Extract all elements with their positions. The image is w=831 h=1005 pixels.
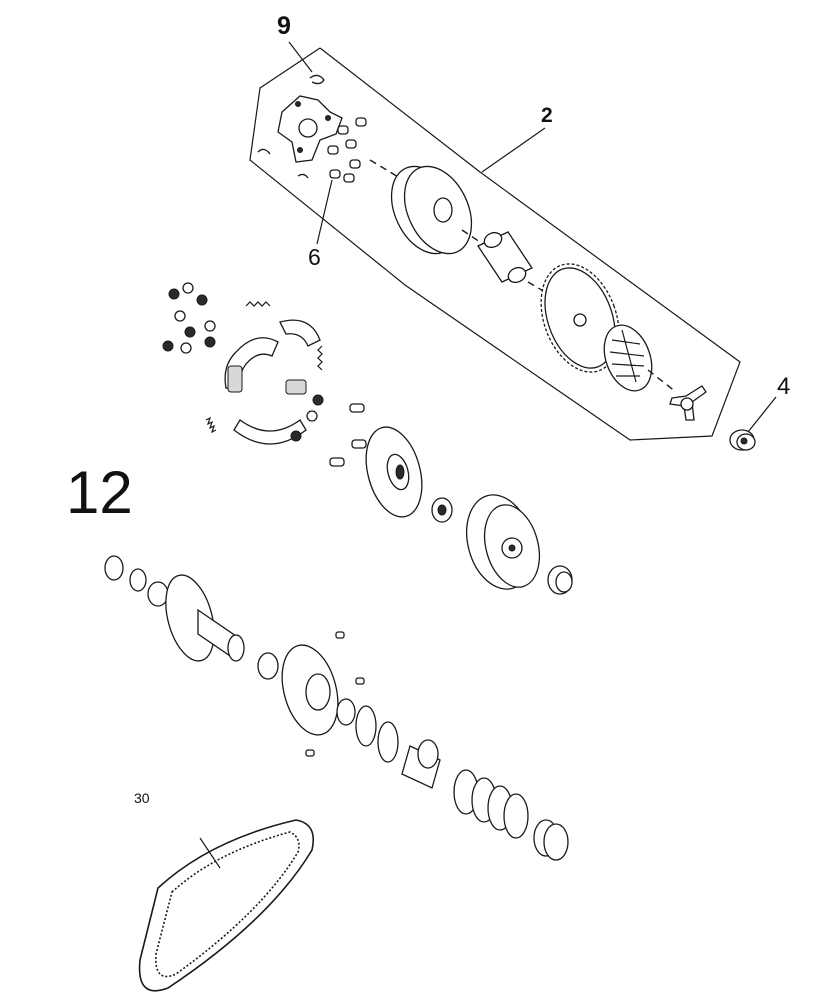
callout-4: 4 — [777, 373, 791, 400]
drive-belt — [138, 819, 315, 992]
variator-bushing — [477, 231, 533, 284]
driven-spring — [453, 769, 529, 839]
clutch-pins — [290, 394, 324, 442]
clutch-springs — [205, 301, 323, 434]
sliding-driven-face — [281, 631, 365, 757]
callout-6: 6 — [308, 244, 321, 270]
callout-12: 12 — [66, 459, 133, 526]
clutch-small-parts — [162, 282, 216, 354]
cooling-fan — [603, 324, 653, 392]
callout-2: 2 — [541, 104, 553, 127]
leader-4 — [747, 396, 777, 433]
ramp-plate — [277, 95, 343, 163]
leader-9 — [288, 41, 313, 73]
clip-parts — [257, 74, 325, 179]
spring-cap — [533, 819, 569, 861]
seal-rings — [336, 698, 399, 763]
variator-group-boundary — [249, 47, 741, 441]
clutch-drive-plate — [329, 403, 423, 518]
callout-30: 30 — [134, 790, 150, 806]
leader-2 — [481, 127, 546, 173]
driven-pulley-bearings — [104, 555, 169, 607]
flange-nut — [729, 429, 756, 451]
callout-9: 9 — [277, 12, 291, 40]
variator-pulley — [390, 165, 473, 255]
clutch-shoes — [224, 319, 321, 445]
oil-seal — [257, 652, 279, 680]
fixed-driven-face — [165, 574, 245, 662]
leader-lines — [199, 41, 777, 869]
weight-rollers — [327, 117, 367, 183]
starter-gear-plate — [540, 263, 620, 373]
leader-6 — [316, 179, 333, 245]
spring-seat-collar — [401, 739, 441, 789]
clutch-nut — [431, 497, 453, 523]
tri-star-washer — [669, 385, 707, 421]
leader-30 — [199, 837, 221, 869]
clutch-bell — [466, 494, 541, 590]
bell-nut — [547, 565, 573, 595]
